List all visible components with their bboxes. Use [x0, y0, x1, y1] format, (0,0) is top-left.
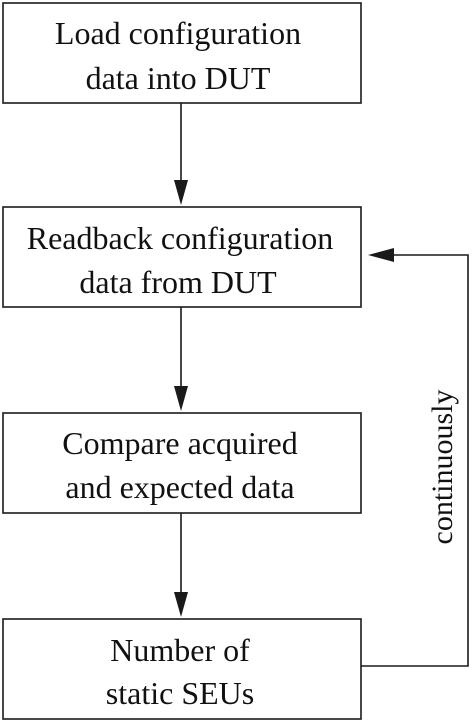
box-readback-line-2: data from DUT	[79, 264, 277, 300]
arrow-load-to-readback	[174, 103, 188, 205]
arrowhead-icon	[174, 386, 188, 411]
arrowhead-icon	[174, 180, 188, 205]
box-compare-line-2: and expected data	[65, 469, 294, 505]
box-count-line-1: Number of	[110, 632, 250, 668]
box-load-line-2: data into DUT	[86, 60, 271, 96]
arrowhead-icon	[174, 592, 188, 617]
box-count-line-2: static SEUs	[106, 675, 254, 711]
box-load-line-1: Load configuration	[55, 15, 301, 51]
box-static-seus: Number of static SEUs	[2, 618, 362, 720]
arrow-readback-to-compare	[174, 307, 188, 411]
arrow-loop-back	[361, 248, 469, 667]
box-readback-configuration: Readback configuration data from DUT	[2, 206, 362, 308]
loop-label: continuously	[426, 390, 459, 545]
box-compare-data: Compare acquired and expected data	[2, 412, 362, 514]
box-readback-line-1: Readback configuration	[27, 220, 334, 256]
box-compare-line-1: Compare acquired	[62, 425, 297, 461]
arrowhead-icon	[368, 248, 394, 262]
box-load-configuration: Load configuration data into DUT	[2, 2, 362, 104]
arrow-compare-to-count	[174, 513, 188, 617]
